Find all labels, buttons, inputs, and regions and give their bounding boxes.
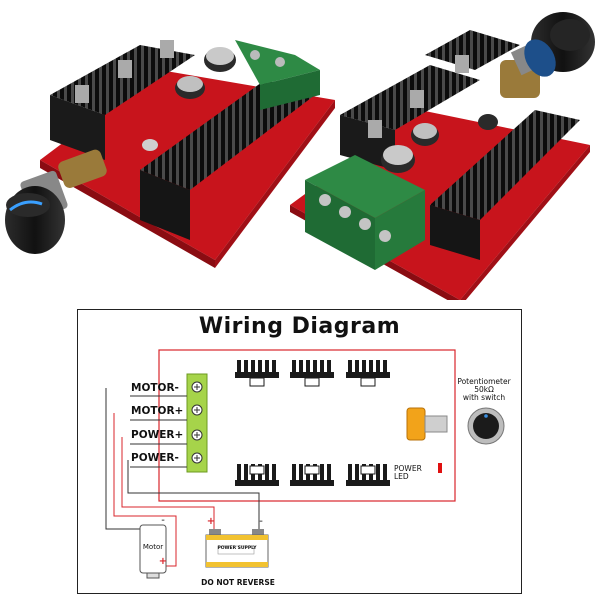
battery-label: POWER SUPPLY <box>217 546 257 551</box>
board-outline <box>158 349 456 502</box>
diagram-title: Wiring Diagram <box>198 314 401 339</box>
motor-plus-label: + <box>158 556 168 567</box>
wire-power-plus <box>121 437 215 532</box>
terminal-label-power-plus: POWER+ <box>131 429 184 441</box>
warning-label: DO NOT REVERSE <box>201 578 275 587</box>
motor-minus-label: - <box>161 515 165 526</box>
potentiometer-body <box>406 407 426 441</box>
potentiometer-line3: with switch <box>462 392 506 402</box>
terminal-label-motor-minus: MOTOR- <box>131 382 179 394</box>
heatsink-icon <box>235 360 390 486</box>
power-led-label: POWER LED <box>394 464 422 481</box>
product-photos <box>5 12 595 300</box>
board-photo-left <box>5 40 335 268</box>
power-led-icon <box>438 463 442 473</box>
potentiometer-line1: Potentiometer <box>457 377 511 386</box>
potentiometer-caption: Potentiometer 50kΩ with switch <box>448 378 520 402</box>
battery-minus-label: - <box>259 516 263 527</box>
battery-plus-label: + <box>206 516 216 527</box>
board-photo-right <box>290 12 595 300</box>
motor-icon <box>139 524 167 579</box>
wire-power-minus <box>127 460 260 532</box>
terminal-label-motor-plus: MOTOR+ <box>131 405 184 417</box>
terminal-screw <box>191 381 203 464</box>
terminal-block <box>186 373 208 473</box>
diagram-drawing <box>105 349 505 579</box>
wiring-diagram: Wiring Diagram <box>77 309 522 594</box>
potentiometer-line2: 50kΩ <box>474 384 494 394</box>
motor-label: Motor <box>142 543 164 551</box>
battery-icon <box>205 529 269 568</box>
wire-motor-plus <box>113 413 177 567</box>
wire-motor-minus <box>105 388 143 530</box>
terminal-label-power-minus: POWER- <box>131 452 179 464</box>
potentiometer-shaft <box>424 415 448 433</box>
